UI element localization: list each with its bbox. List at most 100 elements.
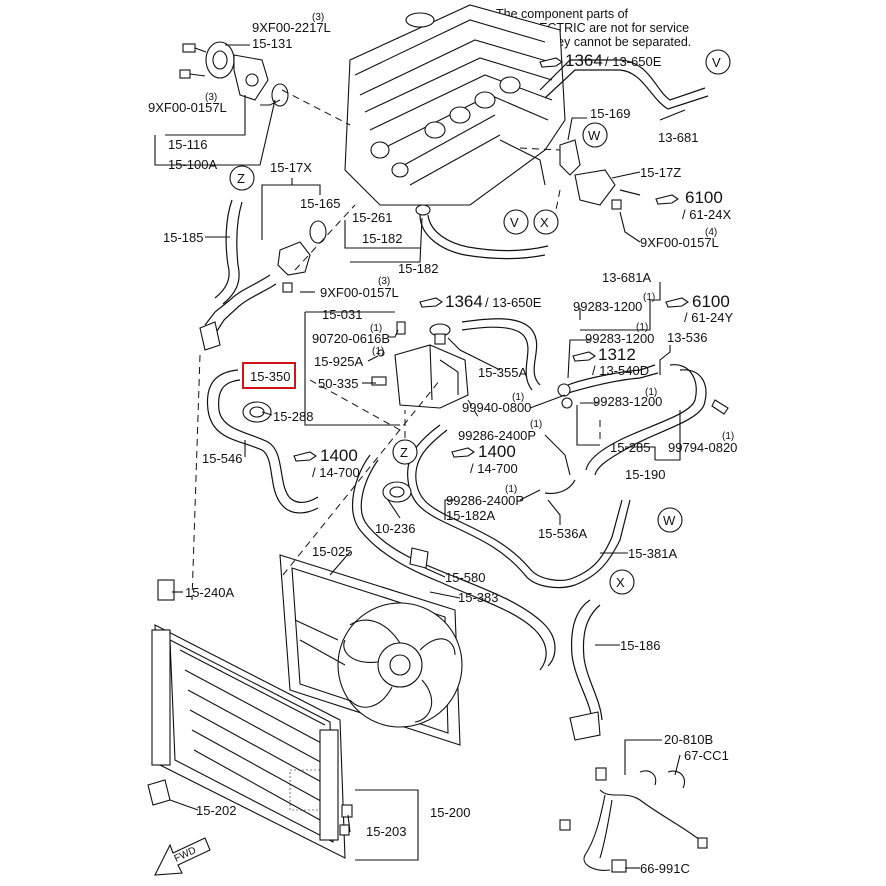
svg-text:Z: Z	[237, 171, 245, 186]
ref-1400-a: 1400	[320, 446, 358, 465]
hose-15-383	[352, 454, 556, 671]
label-15-355a: 15-355A	[478, 365, 527, 380]
hand-pointer-icon	[572, 351, 596, 362]
qty-1-c: (1)	[643, 292, 655, 303]
reference-leaders	[191, 89, 601, 601]
bypass-housing	[539, 59, 709, 210]
qty-4: (4)	[705, 227, 717, 238]
water-pump-assembly	[179, 41, 289, 107]
ref-13-540d: / 13-540D	[592, 363, 649, 378]
hose-15-186	[569, 599, 603, 741]
ref-14-700-b: / 14-700	[470, 461, 518, 476]
label-9xf00-0157l-c: 9XF00-0157L	[640, 235, 719, 250]
label-15-17z: 15-17Z	[640, 165, 681, 180]
hose-15-546	[206, 369, 319, 514]
callout-x-top: X	[533, 209, 559, 235]
label-leaders	[154, 44, 686, 869]
label-99286-2400p-b: 99286-2400P	[446, 493, 524, 508]
label-15-17x: 15-17X	[270, 160, 312, 175]
label-15-285: 15-285	[610, 440, 650, 455]
ref-61-24x: / 61-24X	[682, 207, 731, 222]
qty-1-e: (1)	[645, 387, 657, 398]
svg-text:X: X	[616, 575, 625, 590]
label-15-186: 15-186	[620, 638, 660, 653]
ref-13-650e-b: / 13-650E	[485, 295, 542, 310]
qty-1-f: (1)	[512, 392, 524, 403]
svg-text:X: X	[540, 215, 549, 230]
callout-w-top: W	[582, 122, 608, 148]
label-15-100a: 15-100A	[168, 157, 217, 172]
label-15-131: 15-131	[252, 36, 292, 51]
callouts: V W X Z V X Z W	[229, 49, 731, 595]
qty-3-b: (3)	[205, 92, 217, 103]
ref-1400-b: 1400	[478, 442, 516, 461]
label-15-240a: 15-240A	[185, 585, 234, 600]
svg-text:W: W	[588, 128, 601, 143]
coolant-reservoir	[371, 321, 469, 409]
hose-15-182	[415, 204, 549, 260]
ref-1312: 1312	[598, 345, 636, 364]
label-9xf00-0157l-b: 9XF00-0157L	[320, 285, 399, 300]
callout-z-top: Z	[229, 165, 255, 191]
tube-15-182a	[407, 424, 631, 589]
upper-right-hoses	[461, 318, 729, 495]
engine-illustration	[344, 4, 566, 206]
hose-15-185	[199, 199, 277, 351]
label-99940-0800: 99940-0800	[462, 400, 531, 415]
ref-6100-a: 6100	[685, 188, 723, 207]
label-15-031: 15-031	[322, 307, 362, 322]
label-99286-2400p-a: 99286-2400P	[458, 428, 536, 443]
label-15-925a: 15-925A	[314, 354, 363, 369]
svg-text:W: W	[663, 513, 676, 528]
svg-text:V: V	[510, 215, 519, 230]
thermostat-housing	[277, 220, 327, 293]
callout-z-mid: Z	[392, 439, 418, 465]
fan-shroud	[279, 554, 463, 746]
label-15-202: 15-202	[196, 803, 236, 818]
label-50-335: 50-335	[318, 376, 358, 391]
ref-6100-b: 6100	[692, 292, 730, 311]
note-line-1: The component parts of	[496, 7, 629, 21]
hand-pointer-icon	[655, 194, 679, 205]
ref-14-700-a: / 14-700	[312, 465, 360, 480]
label-15-350: 15-350	[250, 369, 290, 384]
label-15-383: 15-383	[458, 590, 498, 605]
label-10-236: 10-236	[375, 521, 415, 536]
hand-pointer-icon	[539, 57, 563, 68]
label-15-381a: 15-381A	[628, 546, 677, 561]
label-15-169: 15-169	[590, 106, 630, 121]
qty-3-c: (3)	[378, 276, 390, 287]
label-99794-0820: 99794-0820	[668, 440, 737, 455]
hand-pointer-icon	[451, 447, 475, 458]
label-15-203: 15-203	[366, 824, 406, 839]
label-66-991c: 66-991C	[640, 861, 690, 876]
label-99283-1200-b: 99283-1200	[585, 331, 654, 346]
label-9xf00-0157l-a: 9XF00-0157L	[148, 100, 227, 115]
label-15-261: 15-261	[352, 210, 392, 225]
radiator	[147, 579, 353, 859]
wiring-harness	[559, 767, 708, 873]
label-15-182-a: 15-182	[362, 231, 402, 246]
qty-1-i: (1)	[505, 484, 517, 495]
label-20-810b: 20-810B	[664, 732, 713, 747]
svg-text:Z: Z	[400, 445, 408, 460]
callout-x-right: X	[609, 569, 635, 595]
label-15-182a: 15-182A	[446, 508, 495, 523]
qty-1-h: (1)	[722, 431, 734, 442]
ref-13-650e-a: / 13-650E	[605, 54, 662, 69]
qty-1-d: (1)	[636, 322, 648, 333]
label-15-190: 15-190	[625, 467, 665, 482]
label-13-681a: 13-681A	[602, 270, 651, 285]
ref-1364-b: 1364	[445, 292, 483, 311]
label-15-536a: 15-536A	[538, 526, 587, 541]
highlight-box-15-350	[242, 362, 296, 389]
label-15-288: 15-288	[273, 409, 313, 424]
label-67-cc1: 67-CC1	[684, 748, 729, 763]
label-13-681: 13-681	[658, 130, 698, 145]
qty-1-a: (1)	[370, 323, 382, 334]
hand-pointer-icon	[665, 297, 689, 308]
svg-text:V: V	[712, 55, 721, 70]
label-15-116: 15-116	[168, 137, 208, 152]
